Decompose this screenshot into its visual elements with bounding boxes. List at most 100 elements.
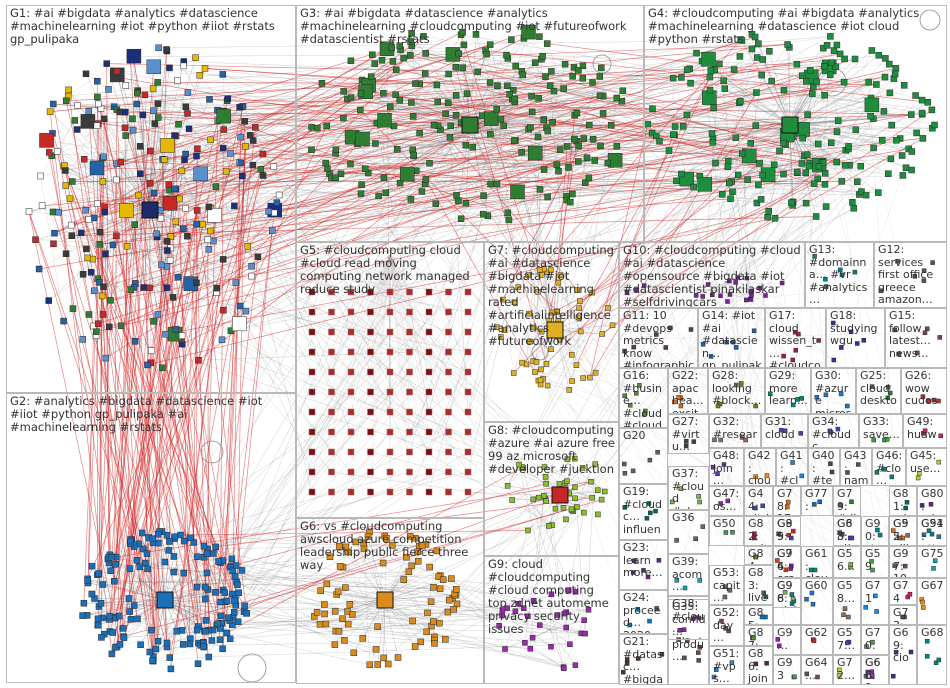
- group-label-g4: G4: #cloudcomputing #ai #bigdata #analyt…: [648, 7, 944, 46]
- group-box-g30: G30: #azure micros…: [811, 368, 856, 414]
- group-box-g68: G68: [917, 625, 947, 685]
- group-box-g27: G27: #virtu… #bigda…: [668, 414, 709, 454]
- group-box-g15: G15: follow latest… news…: [885, 308, 947, 368]
- group-box-g19: G19: #cloudc… influenc… proud…: [619, 484, 668, 540]
- group-box-g98: G98: givi…: [773, 578, 801, 608]
- group-box-g77: G77: sap…: [801, 486, 833, 516]
- group-label-g90: G90: stra…: [865, 518, 886, 546]
- group-label-g69: G69: cio: [893, 627, 914, 665]
- group-box-g97: G97: 10…: [889, 546, 917, 578]
- group-label-g87: G87: clo…: [748, 627, 770, 646]
- group-label-g20: G20: [623, 430, 665, 443]
- group-box-g20: G20: [619, 428, 668, 484]
- group-box-g6: G6: vs #cloudcomputing awscloud azure co…: [296, 518, 484, 684]
- group-box-g40: G40: #tec…: [808, 448, 840, 486]
- group-label-g28: G28: looking #block…: [712, 370, 762, 408]
- group-box-g13: G13: #domainna… #vr #analytics…: [805, 242, 874, 308]
- group-box-g16: G16: #busine… #cloud #cloudc…: [619, 368, 668, 428]
- group-label-g74: G74: [893, 580, 914, 605]
- group-box-g42: G42: clou…: [744, 448, 776, 486]
- group-label-g10: G10: #cloudcomputing #cloud #ai #datasci…: [623, 244, 802, 308]
- group-box-g66: G66:: [861, 655, 889, 685]
- group-label-g67: G67: [921, 580, 944, 593]
- group-label-g37: G37: #cloud #cloud…: [672, 468, 706, 510]
- group-box-g83: G83: live…: [744, 565, 773, 605]
- group-box-g32: G32: #resear…: [709, 414, 761, 448]
- group-label-g17: G17: cloud wissen_t… #cloudco…: [769, 310, 823, 368]
- group-box-g51: G51: #vps…: [709, 646, 744, 685]
- group-box-g82: G82: sol…: [744, 516, 773, 546]
- group-label-g58: G58…: [837, 580, 858, 605]
- group-box-g47: G47: os…: [709, 486, 744, 516]
- group-box-g46: G46: #clo…: [872, 448, 906, 486]
- group-label-g79: G79: #di…: [837, 488, 858, 516]
- group-label-g70: G70:: [865, 627, 886, 652]
- group-box-g49: G49: huaw…: [903, 414, 947, 448]
- group-box-g23: G23: learn more…: [619, 540, 668, 590]
- group-label-g84: G84: [748, 548, 770, 565]
- group-box-g31: G31: cloud…: [761, 414, 808, 448]
- group-box-g92: G92: [889, 516, 917, 546]
- group-label-g18: G18: studying wgu: [830, 310, 882, 348]
- group-box-g43: G43: name: [840, 448, 872, 486]
- group-box-g3: G3: #ai #bigdata #datascience #analytics…: [296, 5, 644, 242]
- group-box-g24: G24: proceed… 2020…: [619, 590, 668, 634]
- group-label-g50: G50: [713, 518, 741, 531]
- group-label-g36: G36: [672, 512, 706, 525]
- group-box-g84: G84: [744, 546, 773, 565]
- group-box-g61: G61: clou…: [801, 546, 833, 578]
- group-label-g34: G34: #cloudc…: [812, 416, 856, 448]
- group-label-g23: G23: learn more…: [623, 542, 665, 580]
- group-label-g68: G68: [921, 627, 944, 640]
- group-label-g88: G88: ple…: [837, 518, 858, 546]
- group-label-g27: G27: #virtu… #bigda…: [672, 416, 706, 454]
- group-box-g56: G56…: [833, 546, 861, 578]
- group-label-g3: G3: #ai #bigdata #datascience #analytics…: [300, 7, 641, 46]
- group-label-g61: G61: clou…: [805, 548, 830, 578]
- group-box-g73: G73: ?/!: [889, 605, 917, 625]
- group-label-g12: G12: services first office greece amazon…: [878, 244, 944, 307]
- group-label-g33: G33: save…: [863, 416, 900, 441]
- group-label-g77: G77: sap…: [805, 488, 830, 516]
- group-label-g52: G52: day…: [713, 607, 741, 645]
- group-label-g6: G6: vs #cloudcomputing awscloud azure co…: [300, 520, 481, 572]
- group-label-g8: G8: #cloudcomputing #azure #ai azure fre…: [488, 424, 616, 476]
- group-box-g72: G72…: [833, 655, 861, 685]
- group-label-g98: G98: givi…: [777, 580, 798, 608]
- group-label-g43: G43: name: [844, 450, 869, 486]
- group-label-g59: G59: [865, 548, 886, 573]
- group-label-g71: G71: [865, 580, 886, 605]
- group-label-g64: G64…: [805, 657, 830, 682]
- group-label-g51: G51: #vps…: [713, 648, 741, 685]
- group-label-g62: G62: [805, 627, 830, 640]
- group-label-g78: G78: 17…: [777, 488, 798, 516]
- group-label-g44: G44: citrix tak…: [748, 488, 770, 516]
- group-label-g14: G14: #iot #ai #datascien… gp_pulipak…: [702, 310, 762, 368]
- group-label-g2: G2: #analytics #bigdata #datascience #io…: [10, 395, 293, 434]
- group-label-g21: G21: #datasc… #bigdat…: [623, 636, 665, 685]
- group-box-g7: G7: #cloudcomputing #ai #datascience #bi…: [484, 242, 619, 422]
- group-label-g66: G66:: [865, 657, 886, 682]
- group-label-g53: G53: capit…: [713, 567, 741, 605]
- group-box-g81: G81: ada…: [889, 486, 917, 516]
- group-label-g15: G15: follow latest… news…: [889, 310, 944, 360]
- group-box-g36: G36: [668, 510, 709, 554]
- group-box-g69: G69: cio: [889, 625, 917, 685]
- group-label-g73: G73: ?/!: [893, 607, 914, 625]
- group-box-g78: G78: 17…: [773, 486, 801, 516]
- group-label-g41: G41: #clo…: [780, 450, 805, 486]
- group-box-g1: G1: #ai #bigdata #analytics #datascience…: [6, 5, 296, 393]
- group-box-g59: G59: [861, 546, 889, 578]
- group-box-g64: G64…: [801, 655, 833, 685]
- group-label-g24: G24: proceed… 2020…: [623, 592, 665, 634]
- group-box-g48: G48: join…: [709, 448, 744, 486]
- group-box-g91: G91: attr…: [917, 516, 947, 546]
- group-box-g58: G58…: [833, 578, 861, 625]
- group-box-g87: G87: clo…: [744, 625, 773, 646]
- group-box-g50: G50: [709, 516, 744, 546]
- group-box-g95: G95: [773, 516, 801, 546]
- group-box-g26: G26: wow cudos…: [901, 368, 947, 414]
- group-box-g11: G11: 10 #devops metrics know #infographi…: [619, 308, 698, 368]
- group-box-g25: G25: cloud deskto…: [856, 368, 901, 414]
